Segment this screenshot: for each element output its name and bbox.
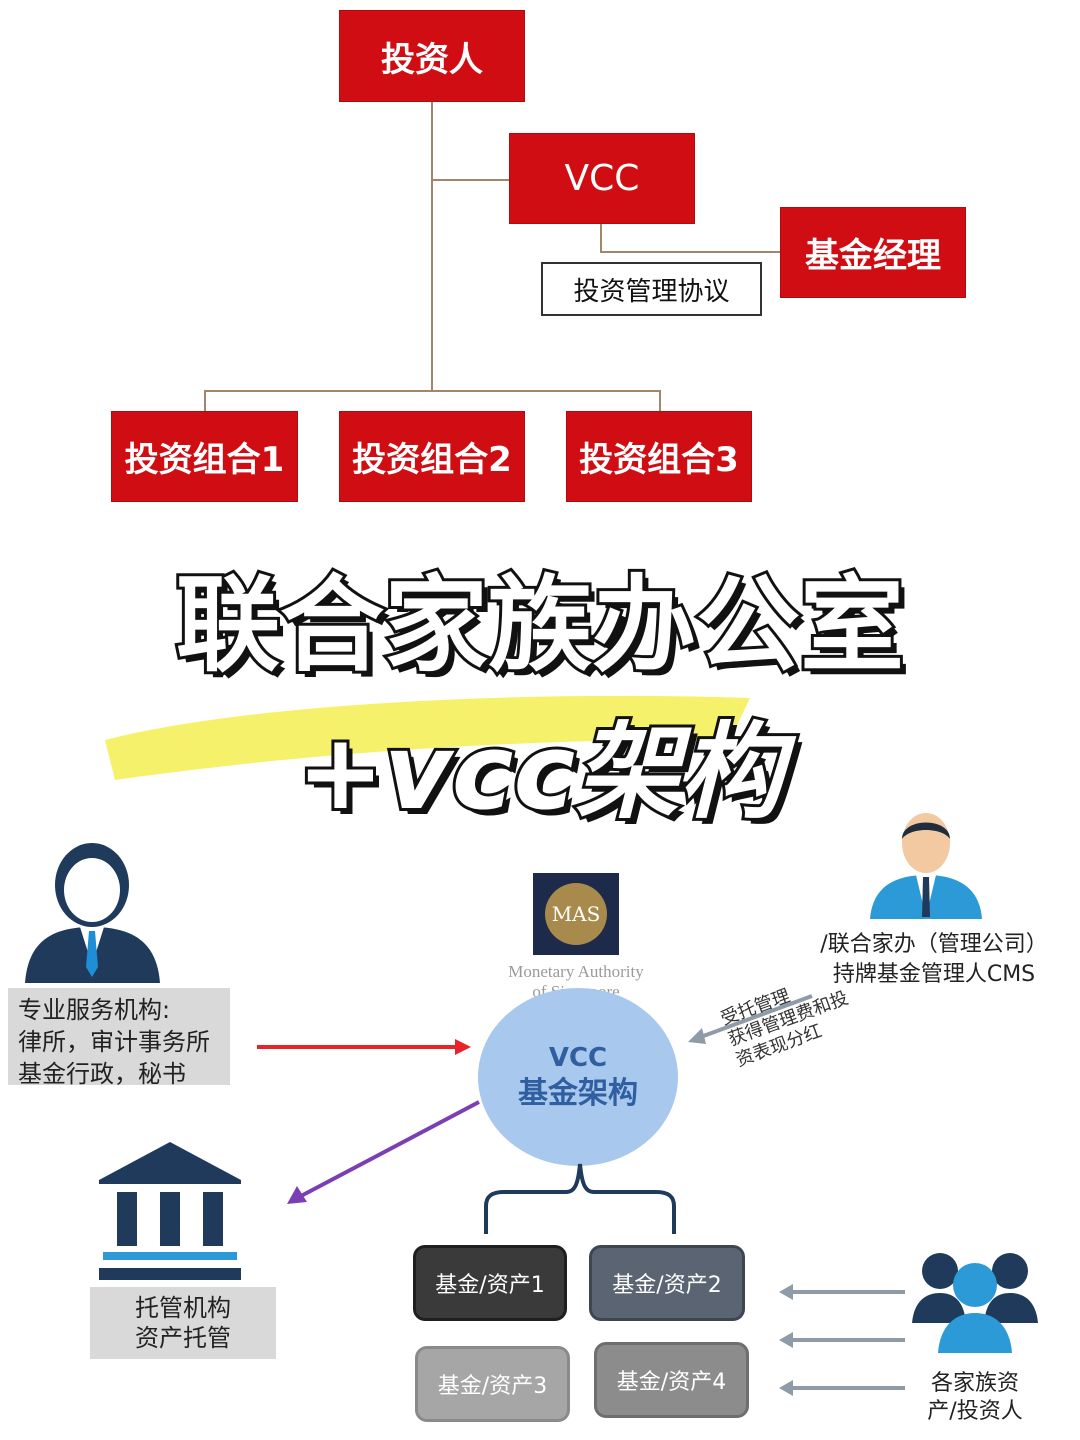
connector-trunk-to-vcc	[431, 179, 510, 181]
connector-investor-trunk	[431, 102, 433, 392]
portfolio-box-1: 投资组合1	[111, 411, 298, 502]
person-icon-services	[25, 843, 160, 983]
title-line-1: 联合家族办公室	[173, 562, 907, 688]
connector-portfolio-bar	[204, 390, 661, 392]
investor-arrows	[779, 1284, 905, 1396]
mas-logo-text: MAS	[551, 902, 601, 926]
fund-manager-box: 基金经理	[780, 207, 966, 298]
manager-arrow	[688, 994, 813, 1044]
asset-box-3: 基金/资产3	[415, 1346, 570, 1422]
asset-box-4: 基金/资产4	[594, 1342, 749, 1418]
services-arrow	[257, 1039, 471, 1055]
person-icon-manager	[870, 813, 982, 919]
investors-label: 各家族资 产/投资人	[905, 1370, 1045, 1426]
services-line-1: 专业服务机构:	[18, 996, 171, 1024]
services-box: 专业服务机构: 律所，审计事务所 基金行政，秘书	[8, 988, 230, 1088]
investor-box: 投资人	[339, 10, 525, 102]
vcc-box: VCC	[509, 133, 695, 224]
connector-vcc-to-manager	[600, 251, 780, 253]
asset-box-1: 基金/资产1	[413, 1245, 567, 1321]
portfolio-box-3: 投资组合3	[566, 411, 752, 502]
services-line-2: 律所，审计事务所	[18, 1028, 210, 1056]
investors-group-icon	[912, 1253, 1038, 1353]
connector-portfolio-3	[659, 390, 661, 412]
custodian-line-1: 托管机构	[135, 1294, 231, 1322]
investors-line-1: 各家族资	[930, 1371, 1019, 1396]
custodian-arrow	[287, 1100, 480, 1204]
vcc-circle: VCC 基金架构	[478, 988, 678, 1166]
asset-box-2: 基金/资产2	[589, 1245, 745, 1321]
mas-caption-line-1: Monetary Authority	[508, 962, 644, 981]
manager-line-2: 持牌基金管理人CMS	[832, 962, 1036, 987]
portfolio-box-2: 投资组合2	[339, 411, 525, 502]
connector-portfolio-1	[204, 390, 206, 412]
manager-label: /联合家办（管理公司） 持牌基金管理人CMS	[800, 930, 1068, 990]
highlighter-stroke	[105, 695, 750, 780]
brace-connector	[484, 1163, 676, 1234]
agreement-box: 投资管理协议	[541, 262, 762, 316]
manager-line-1: /联合家办（管理公司）	[820, 932, 1048, 957]
investors-line-2: 产/投资人	[927, 1399, 1023, 1424]
services-line-3: 基金行政，秘书	[18, 1060, 186, 1088]
custodian-box: 托管机构 资产托管	[90, 1287, 276, 1359]
mas-logo-emblem: MAS	[545, 883, 607, 945]
custodian-line-2: 资产托管	[135, 1324, 231, 1352]
connector-vcc-down	[600, 224, 602, 252]
mas-logo: MAS	[533, 873, 619, 955]
bank-icon	[99, 1142, 241, 1280]
vcc-circle-line-2: 基金架构	[518, 1076, 638, 1111]
title-line-2: +vcc架构	[294, 709, 786, 835]
vcc-circle-line-1: VCC	[548, 1043, 608, 1073]
